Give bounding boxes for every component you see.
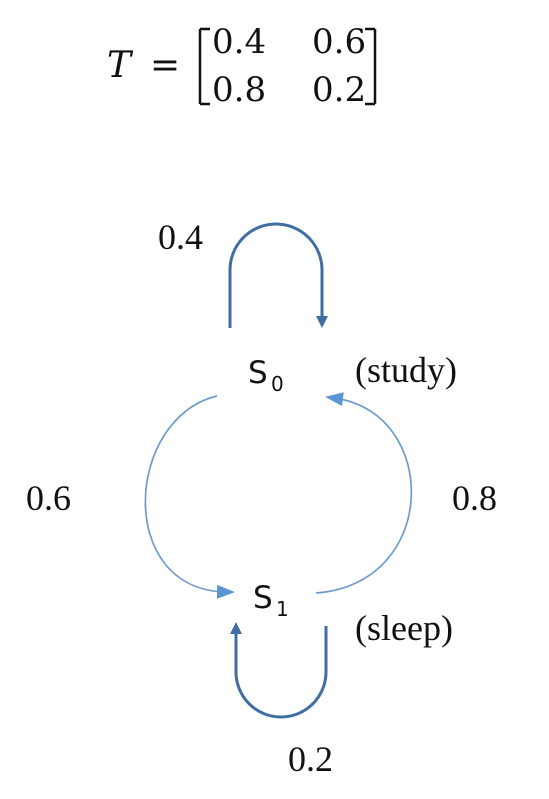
s0-to-s1-edge (144, 395, 235, 599)
matrix-symbol: T (107, 45, 134, 86)
transition-label-s1-s1: 0.2 (288, 739, 333, 779)
transition-label-s1-s0: 0.8 (452, 478, 497, 518)
state-s0-subscript: 0 (271, 372, 284, 396)
matrix-cell-r2c2: 0.2 (312, 70, 366, 110)
state-s0-letter: S (248, 355, 268, 391)
state-s1-subscript: 1 (276, 597, 289, 621)
state-s0-description: (study) (355, 350, 457, 390)
state-s1-letter: S (253, 580, 273, 616)
s0-self-loop-edge (228, 222, 328, 328)
s1-to-s0-edge (315, 392, 413, 594)
state-s0: S 0 (248, 355, 284, 396)
matrix-equation: T = 0.4 0.6 0.8 0.2 (107, 22, 377, 110)
matrix-right-bracket (365, 27, 377, 106)
matrix-cell-r1c1: 0.4 (212, 22, 266, 62)
state-s1: S 1 (253, 580, 289, 621)
matrix-left-bracket (198, 27, 210, 106)
matrix-equals-sign: = (150, 45, 180, 86)
transition-label-s0-s1: 0.6 (26, 478, 71, 518)
matrix-cell-r2c1: 0.8 (212, 70, 266, 110)
transition-label-s0-s0: 0.4 (158, 217, 203, 257)
matrix-cell-r1c2: 0.6 (312, 22, 366, 62)
s1-self-loop-edge (230, 622, 328, 719)
state-s1-description: (sleep) (355, 608, 453, 648)
